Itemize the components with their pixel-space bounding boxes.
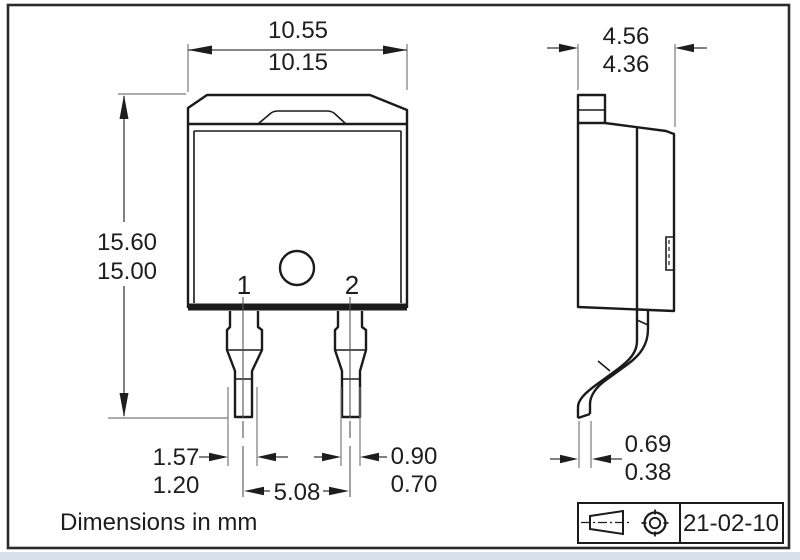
dim-lead-pitch: 5.08: [244, 479, 349, 506]
dim-lead-thickness: 0.69 0.38: [550, 421, 671, 486]
units-note: Dimensions in mm: [60, 509, 257, 536]
dim-lead1-width-max: 1.57: [153, 444, 200, 471]
datum-target-icon: [641, 509, 669, 537]
front-body-sides: [186, 124, 409, 308]
side-lead-outer-edge: [588, 311, 650, 414]
side-lead-bend-lines: [597, 319, 649, 372]
dim-lead1-width: 1.57 1.20: [153, 387, 288, 499]
side-tab-outline: [576, 93, 607, 125]
dim-lead-thickness-min: 0.38: [625, 459, 672, 486]
dim-side-depth-max: 4.56: [603, 23, 650, 50]
front-tab-bump: [257, 110, 347, 125]
dim-front-width-min: 10.15: [268, 49, 328, 76]
side-view: 4.56 4.36 0.69 0.38: [547, 23, 707, 486]
dim-lead-thickness-max: 0.69: [625, 431, 672, 458]
pin-2-label: 2: [345, 270, 359, 300]
pin-1-label: 1: [237, 270, 251, 300]
front-tab-outline: [186, 93, 409, 124]
drawing-date: 21-02-10: [683, 510, 779, 537]
lead-2: [333, 297, 368, 497]
lead-1: [225, 297, 264, 497]
dim-front-width-max: 10.55: [268, 17, 328, 44]
dim-lead2-width: 0.90 0.70: [314, 387, 437, 498]
front-body-inner-lines: [193, 130, 402, 303]
side-body-outline: [576, 121, 676, 313]
side-notch: [665, 236, 674, 271]
side-lead-inner-edge: [576, 309, 639, 418]
dim-lead2-width-min: 0.70: [391, 471, 438, 498]
first-angle-projection-icon: [581, 509, 630, 536]
scan-edge-strip: [0, 552, 800, 560]
side-lead-tip: [577, 412, 591, 420]
dim-side-depth-min: 4.36: [603, 51, 650, 78]
dim-front-height-max: 15.60: [97, 229, 157, 256]
front-view: 1 2 10.55 10.15 15.60 15.00 1.57: [97, 17, 437, 506]
side-lead: [576, 309, 650, 420]
dim-front-height-min: 15.00: [97, 258, 157, 285]
title-block: 21-02-10: [577, 502, 784, 544]
dim-side-depth: 4.56 4.36: [547, 23, 707, 127]
drawing-border: [6, 3, 791, 550]
lead-2-outline: [333, 311, 368, 419]
dim-lead-pitch-value: 5.08: [274, 479, 321, 506]
dim-front-height: 15.60 15.00: [97, 93, 228, 419]
dim-front-width: 10.55 10.15: [187, 17, 408, 92]
body-circle-mark: [278, 249, 316, 287]
dim-lead2-width-max: 0.90: [391, 443, 438, 470]
dim-lead1-width-min: 1.20: [153, 472, 200, 499]
